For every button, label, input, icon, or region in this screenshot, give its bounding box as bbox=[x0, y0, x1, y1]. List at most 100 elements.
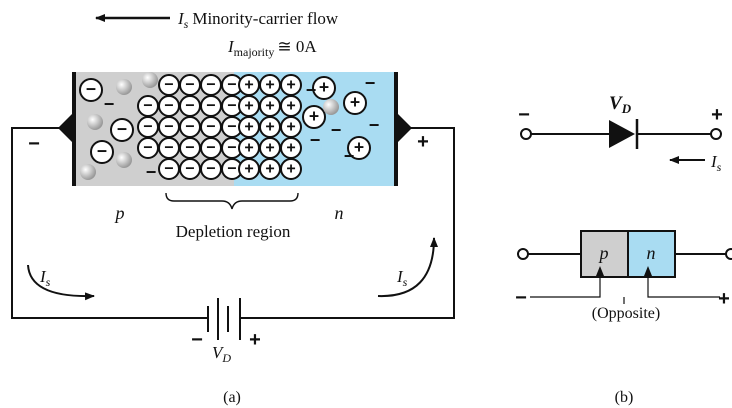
battery-voltage-label: VD bbox=[212, 343, 231, 365]
negative-ion: − bbox=[158, 116, 180, 138]
block-left-terminal bbox=[517, 248, 529, 260]
left-terminal-sign: − bbox=[28, 133, 40, 155]
negative-ion: − bbox=[158, 74, 180, 96]
positive-ion: + bbox=[280, 95, 302, 117]
svg-text:−: − bbox=[227, 98, 236, 115]
positive-ion: + bbox=[343, 91, 367, 115]
positive-ion: + bbox=[259, 116, 281, 138]
depletion-brace bbox=[165, 192, 299, 210]
svg-text:−: − bbox=[227, 119, 236, 136]
negative-ion: − bbox=[137, 137, 159, 159]
svg-text:+: + bbox=[265, 98, 274, 115]
svg-text:+: + bbox=[265, 140, 274, 157]
svg-text:−: − bbox=[185, 161, 194, 178]
block-n-label: n bbox=[647, 243, 656, 263]
svg-text:−: − bbox=[164, 77, 173, 94]
svg-text:−: − bbox=[143, 98, 152, 115]
negative-ion: − bbox=[179, 158, 201, 180]
diode-current-label: Is bbox=[710, 152, 722, 174]
hole-carrier bbox=[80, 164, 96, 180]
svg-text:+: + bbox=[244, 119, 253, 136]
hole-carrier bbox=[116, 152, 132, 168]
svg-text:−: − bbox=[143, 140, 152, 157]
svg-text:−: − bbox=[86, 79, 96, 99]
svg-text:+: + bbox=[286, 77, 295, 94]
p-label: p bbox=[114, 203, 125, 223]
negative-ion: − bbox=[110, 118, 134, 142]
battery-minus-sign: − bbox=[191, 329, 203, 351]
caption-b: (b) bbox=[615, 389, 634, 406]
svg-text:−: − bbox=[164, 119, 173, 136]
block-right-terminal bbox=[725, 248, 732, 260]
caption-a: (a) bbox=[223, 389, 241, 406]
positive-ion: + bbox=[238, 158, 260, 180]
negative-ion: − bbox=[179, 116, 201, 138]
left-current-label: Is bbox=[39, 267, 51, 289]
diode-left-terminal bbox=[520, 128, 532, 140]
right-terminal-tip bbox=[398, 114, 412, 142]
hole-carrier bbox=[87, 114, 103, 130]
hole-carrier bbox=[142, 72, 158, 88]
negative-ion: − bbox=[200, 158, 222, 180]
svg-text:−: − bbox=[206, 161, 215, 178]
diagram-b: VD − + Is p n − + (Opposite) (b) bbox=[515, 93, 732, 406]
svg-text:+: + bbox=[309, 106, 319, 126]
majority-current-label: Imajority≅ 0A bbox=[227, 37, 317, 59]
positive-ion: + bbox=[259, 95, 281, 117]
negative-ion: − bbox=[200, 116, 222, 138]
battery-symbol bbox=[207, 298, 241, 340]
svg-text:+: + bbox=[244, 77, 253, 94]
positive-ion: + bbox=[280, 137, 302, 159]
svg-text:−: − bbox=[206, 77, 215, 94]
svg-text:+: + bbox=[265, 119, 274, 136]
right-wire bbox=[240, 127, 455, 319]
positive-ion: + bbox=[238, 95, 260, 117]
svg-text:+: + bbox=[244, 161, 253, 178]
svg-text:+: + bbox=[286, 119, 295, 136]
block-minus-sign: − bbox=[515, 287, 527, 309]
svg-text:+: + bbox=[244, 140, 253, 157]
opposite-label: (Opposite) bbox=[592, 305, 660, 322]
diode-minus-sign: − bbox=[518, 104, 530, 126]
positive-ion: + bbox=[238, 116, 260, 138]
svg-text:−: − bbox=[185, 140, 194, 157]
depletion-label: Depletion region bbox=[176, 222, 291, 241]
svg-text:+: + bbox=[350, 92, 360, 112]
positive-ion: + bbox=[259, 74, 281, 96]
opposite-left-line bbox=[530, 272, 601, 298]
diode-triangle bbox=[609, 120, 635, 148]
negative-ion: − bbox=[200, 95, 222, 117]
svg-text:−: − bbox=[227, 77, 236, 94]
positive-ion: + bbox=[259, 158, 281, 180]
svg-text:−: − bbox=[185, 77, 194, 94]
positive-ion: + bbox=[312, 76, 336, 100]
svg-text:−: − bbox=[164, 98, 173, 115]
minus-charge: − bbox=[369, 115, 380, 135]
svg-text:+: + bbox=[354, 137, 364, 157]
left-current-arrow bbox=[27, 264, 95, 301]
svg-text:−: − bbox=[185, 119, 194, 136]
negative-ion: − bbox=[158, 95, 180, 117]
battery-plus-sign: + bbox=[249, 329, 261, 351]
svg-text:−: − bbox=[97, 141, 107, 161]
n-label: n bbox=[335, 203, 344, 223]
svg-text:−: − bbox=[227, 161, 236, 178]
negative-ion: − bbox=[200, 137, 222, 159]
positive-ion: + bbox=[347, 136, 371, 160]
svg-text:+: + bbox=[265, 161, 274, 178]
svg-text:−: − bbox=[206, 140, 215, 157]
hole-carrier bbox=[116, 79, 132, 95]
block-p-label: p bbox=[598, 243, 609, 263]
block-p-region bbox=[580, 230, 629, 278]
negative-ion: − bbox=[158, 158, 180, 180]
negative-ion: − bbox=[179, 95, 201, 117]
diode-plus-sign: + bbox=[711, 104, 723, 126]
minus-charge: − bbox=[306, 80, 317, 100]
positive-ion: + bbox=[238, 74, 260, 96]
minus-charge: − bbox=[146, 162, 157, 182]
negative-ion: − bbox=[137, 95, 159, 117]
positive-ion: + bbox=[280, 158, 302, 180]
diode-right-terminal bbox=[710, 128, 722, 140]
